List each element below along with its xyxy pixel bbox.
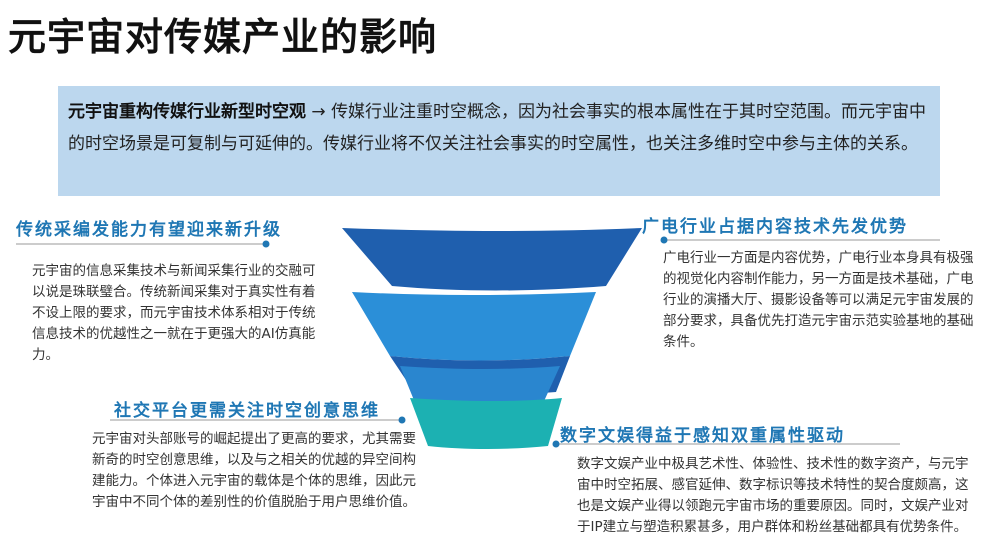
summary-text: 传媒行业注重时空概念，因为社会事实的根本属性在于其时空范围。而元宇宙中的时空场景… — [68, 102, 927, 154]
summary-box: 元宇宙重构传媒行业新型时空观 → 传媒行业注重时空概念，因为社会事实的根本属性在… — [58, 86, 940, 196]
funnel-band-2 — [352, 292, 596, 361]
section-body-traditional-editing: 元宇宙的信息采集技术与新闻采集行业的交融可以说是珠联璧合。传统新闻采集对于真实性… — [32, 263, 316, 363]
section-body-digital-entertainment: 数字文娱产业中极具艺术性、体验性、技术性的数字资产，与元宇宙中时空拓展、感官延伸… — [577, 456, 969, 535]
dot-right-bottom — [552, 440, 560, 448]
summary-lead: 元宇宙重构传媒行业新型时空观 — [68, 102, 306, 122]
section-title-traditional-editing: 传统采编发能力有望迎来新升级 — [16, 220, 282, 240]
section-body-social-platform: 元宇宙对头部账号的崛起提出了更高的要求，尤其需要新奇的时空创意思维，以及与之相关… — [92, 431, 416, 510]
section-body-broadcast: 广电行业一方面是内容优势，广电行业本身具有极强的视觉化内容制作能力，另一方面是技… — [663, 250, 974, 350]
page-title: 元宇宙对传媒产业的影响 — [8, 15, 438, 59]
funnel-band-4 — [410, 398, 562, 449]
dot-right-top — [660, 236, 668, 244]
funnel-band-1 — [342, 228, 642, 291]
dot-left-top — [262, 240, 270, 248]
section-title-social-platform: 社交平台更需关注时空创意思维 — [114, 401, 380, 421]
dot-left-bottom — [398, 416, 406, 424]
section-title-digital-entertainment: 数字文娱得益于感知双重属性驱动 — [560, 426, 845, 446]
summary-arrow: → — [306, 102, 332, 122]
section-title-broadcast: 广电行业占据内容技术先发优势 — [642, 217, 908, 237]
